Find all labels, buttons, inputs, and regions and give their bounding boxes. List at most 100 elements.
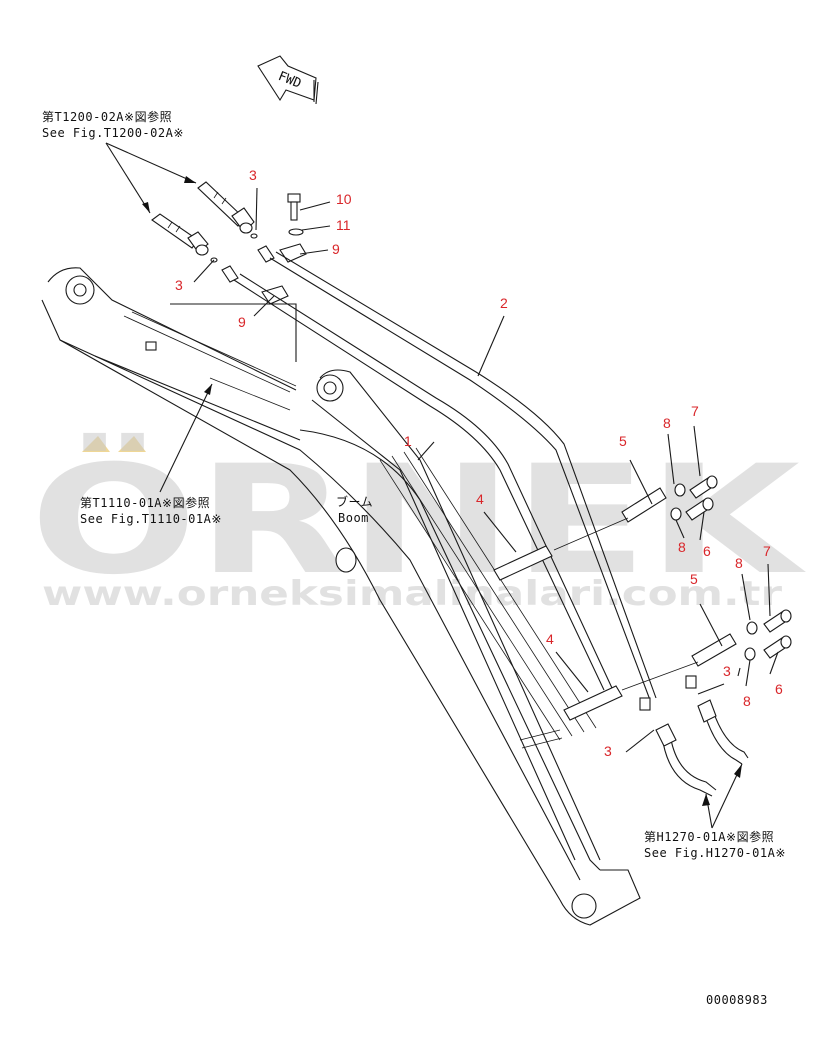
line-drawing-stroke <box>287 193 301 203</box>
callout-8: 8 <box>663 415 671 431</box>
washer-icon <box>670 483 758 661</box>
line-drawing-stroke <box>702 794 710 806</box>
line-drawing-stroke <box>691 633 737 667</box>
line-drawing-stroke <box>417 441 435 461</box>
callout-8: 8 <box>743 693 751 709</box>
fwd-arrow-icon: FWD <box>257 55 319 105</box>
line-drawing-stroke <box>159 383 213 493</box>
hose-assembly-upper <box>151 181 255 256</box>
line-drawing-stroke <box>290 201 298 221</box>
line-drawing-stroke <box>685 675 697 689</box>
line-drawing-stroke <box>105 142 197 184</box>
line-drawing-stroke <box>741 573 751 621</box>
line-drawing-stroke <box>737 667 741 677</box>
line-drawing-stroke <box>335 547 357 573</box>
line-drawing-stroke <box>193 259 215 283</box>
line-drawing-stroke <box>493 545 553 581</box>
line-drawing-stroke <box>519 729 563 749</box>
line-drawing-stroke <box>239 222 253 234</box>
line-drawing-stroke <box>315 81 319 105</box>
line-drawing-stroke <box>82 436 110 452</box>
line-drawing-stroke <box>213 191 219 199</box>
line-drawing-stroke <box>661 735 713 797</box>
line-drawing-stroke <box>253 295 275 317</box>
line-drawing-stroke <box>170 303 297 362</box>
line-drawing-stroke <box>767 563 771 617</box>
line-drawing-stroke <box>699 511 705 541</box>
callout-7: 7 <box>691 403 699 419</box>
line-drawing-stroke <box>41 299 301 441</box>
line-drawing-stroke <box>73 283 87 297</box>
ref-h1270-en: See Fig.H1270-01A※ <box>644 846 786 860</box>
ref-h1270-jp: 第H1270-01A※図参照 <box>644 829 774 844</box>
line-drawing-stroke <box>255 187 258 231</box>
line-drawing-stroke <box>693 425 701 477</box>
callout-5: 5 <box>690 571 698 587</box>
line-drawing-stroke <box>299 249 329 255</box>
line-drawing-stroke <box>175 225 181 233</box>
line-drawing-stroke <box>674 483 686 497</box>
line-drawing-stroke <box>131 311 297 387</box>
bolt-icon <box>287 193 301 221</box>
watermark-url: www.orneksimalinalari.com.tr <box>42 574 782 614</box>
callout-8: 8 <box>735 555 743 571</box>
callout-4: 4 <box>546 631 554 647</box>
line-drawing-stroke <box>269 257 651 701</box>
line-drawing-stroke <box>391 455 573 737</box>
line-drawing-stroke <box>257 55 317 102</box>
callout-3: 3 <box>604 743 612 759</box>
clamp-icon <box>261 243 307 305</box>
clamp-bracket-icon <box>493 545 623 721</box>
callouts: 1 2 3 3 3 3 4 4 5 5 6 6 7 7 8 8 8 8 9 9 … <box>175 167 783 759</box>
line-drawing-stroke <box>555 651 589 693</box>
callout-3: 3 <box>249 167 257 183</box>
boom-label-jp: ブーム <box>336 494 373 509</box>
line-drawing-stroke <box>47 267 297 391</box>
line-drawing-stroke <box>703 711 743 765</box>
line-drawing-stroke <box>670 507 682 521</box>
ref-t1200-en: See Fig.T1200-02A※ <box>42 126 184 140</box>
line-drawing-stroke <box>261 285 289 305</box>
line-drawing-stroke <box>275 251 657 699</box>
drawing-number: 00008983 <box>706 993 768 1007</box>
line-drawing-stroke <box>625 729 655 753</box>
line-drawing-stroke <box>702 497 714 511</box>
hose-assembly-lower <box>639 675 749 797</box>
line-drawing-stroke <box>780 635 792 649</box>
line-drawing-stroke <box>483 511 517 553</box>
line-drawing-stroke <box>204 384 212 395</box>
callout-5: 5 <box>619 433 627 449</box>
callout-11: 11 <box>336 217 351 233</box>
line-drawing-stroke <box>195 244 209 256</box>
callout-7: 7 <box>763 543 771 559</box>
callout-6: 6 <box>775 681 783 697</box>
callout-9: 9 <box>332 241 340 257</box>
line-drawing-stroke <box>477 315 505 377</box>
line-drawing-stroke <box>699 603 723 647</box>
line-drawing-stroke <box>697 699 717 723</box>
line-drawing-stroke <box>675 519 685 539</box>
line-drawing-stroke <box>323 381 337 395</box>
line-drawing-stroke <box>167 221 173 229</box>
line-drawing-stroke <box>59 339 561 901</box>
callout-6: 6 <box>703 543 711 559</box>
line-drawing-stroke <box>319 369 601 861</box>
line-drawing-stroke <box>553 517 629 551</box>
line-drawing-stroke <box>299 201 331 211</box>
callout-3: 3 <box>175 277 183 293</box>
fitting-icon <box>221 265 239 283</box>
line-drawing-stroke <box>746 621 758 635</box>
boom-structure <box>41 267 641 926</box>
line-drawing-stroke <box>559 869 641 926</box>
line-drawing-stroke <box>301 225 331 231</box>
line-drawing-stroke <box>621 661 699 691</box>
line-drawing-stroke <box>711 707 749 759</box>
line-drawing-stroke <box>697 683 725 695</box>
line-drawing-stroke <box>706 475 718 489</box>
line-drawing-stroke <box>279 243 307 263</box>
washer-icon <box>288 228 304 236</box>
line-drawing-stroke <box>655 723 677 747</box>
boom-label-en: Boom <box>338 511 369 525</box>
line-drawing-stroke <box>769 651 779 675</box>
